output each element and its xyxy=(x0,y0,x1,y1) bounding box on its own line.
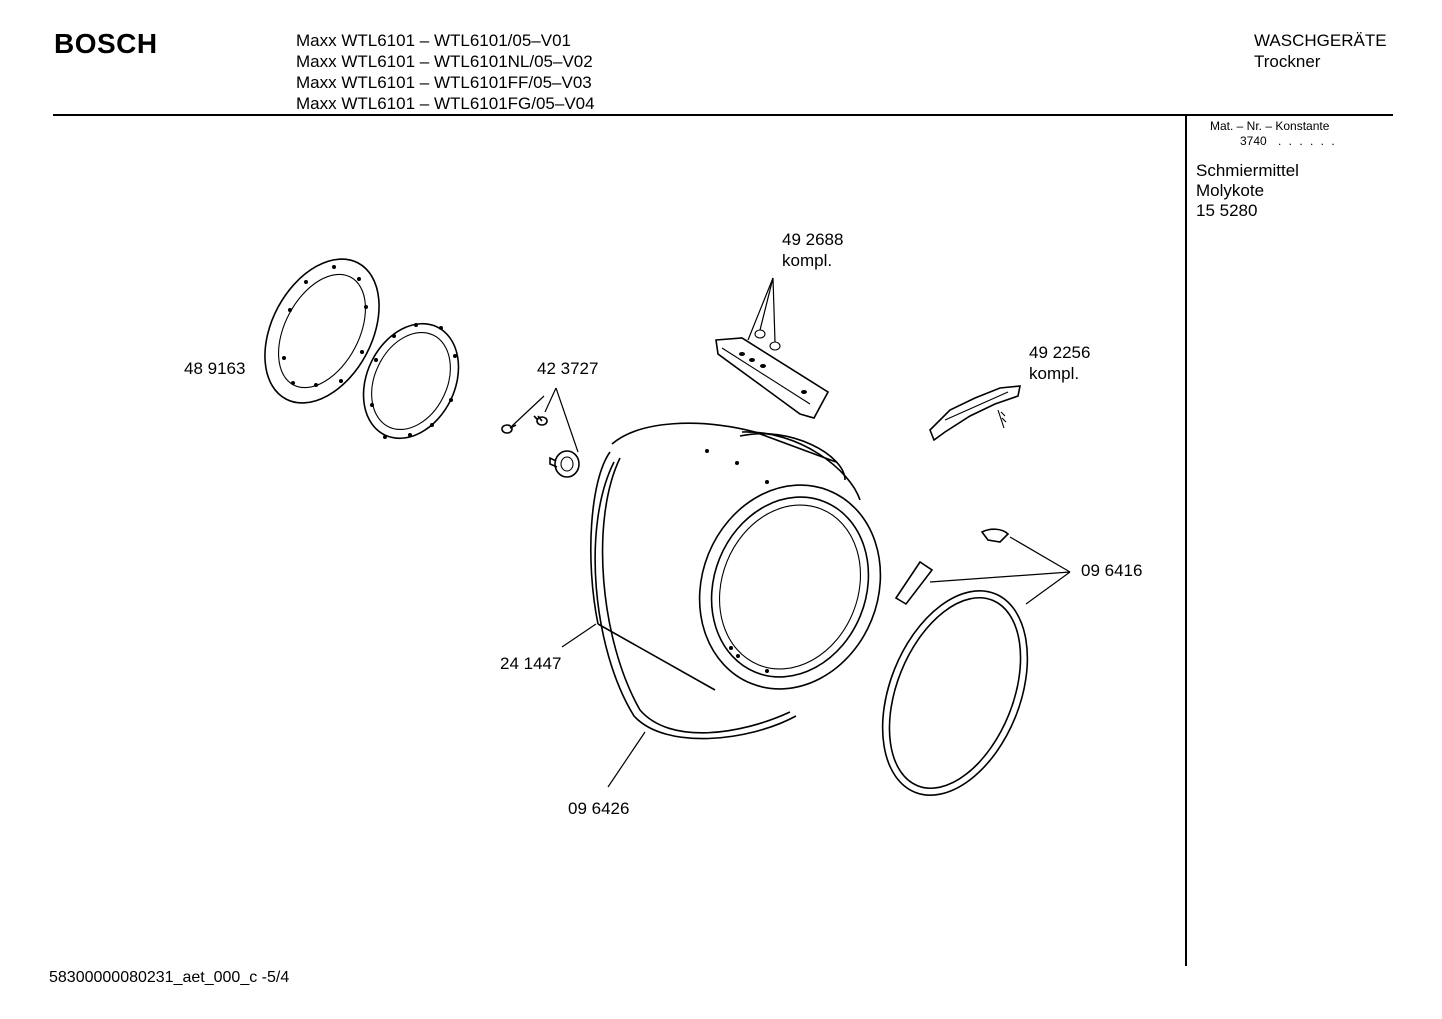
note-line: 15 5280 xyxy=(1196,201,1258,220)
part-label-423727: 42 3727 xyxy=(537,359,599,378)
category-subtitle: Trockner xyxy=(1254,52,1321,71)
part-number: 49 2256 xyxy=(1029,343,1091,362)
part-gasket-ring xyxy=(362,322,460,440)
sidebar-divider xyxy=(1185,116,1187,966)
part-note: kompl. xyxy=(1029,364,1080,383)
part-label-096426: 09 6426 xyxy=(568,799,630,818)
exploded-view-drawing xyxy=(264,258,1071,796)
part-label-492688: 49 2688 kompl. xyxy=(782,229,843,271)
part-note: kompl. xyxy=(782,251,833,270)
model-line: Maxx WTL6101 – WTL6101NL/05–V02 xyxy=(296,52,593,71)
model-list: Maxx WTL6101 – WTL6101/05–V01 Maxx WTL61… xyxy=(296,30,595,114)
leader-lines xyxy=(511,277,1071,788)
constant-value: 3740 xyxy=(1240,134,1267,148)
part-screws-423727 xyxy=(501,415,580,478)
constant-dots: . . . . . . xyxy=(1278,134,1337,148)
part-baffle-492688 xyxy=(715,329,830,419)
header-divider xyxy=(53,114,1393,116)
document-id: 58300000080231_aet_000_c -5/4 xyxy=(49,969,290,986)
model-line: Maxx WTL6101 – WTL6101/05–V01 xyxy=(296,31,571,50)
part-drum-241447 xyxy=(590,422,882,691)
lubricant-note: Schmiermittel Molykote 15 5280 xyxy=(1196,161,1299,221)
part-label-096416: 09 6416 xyxy=(1081,561,1143,580)
brand-logo: BOSCH xyxy=(54,28,158,59)
part-ring-489163 xyxy=(264,258,380,404)
category-block: WASCHGERÄTE Trockner xyxy=(1254,30,1387,72)
constant-label: Mat. – Nr. – Konstante xyxy=(1210,119,1330,133)
note-line: Molykote xyxy=(1196,181,1265,200)
part-label-489163: 48 9163 xyxy=(184,359,246,378)
part-number: 49 2688 xyxy=(782,230,844,249)
model-line: Maxx WTL6101 – WTL6101FF/05–V03 xyxy=(296,73,592,92)
model-line: Maxx WTL6101 – WTL6101FG/05–V04 xyxy=(296,94,595,113)
note-line: Schmiermittel xyxy=(1196,161,1299,180)
part-label-492256: 49 2256 kompl. xyxy=(1029,342,1090,384)
category-title: WASCHGERÄTE xyxy=(1254,31,1387,50)
part-seal-096416 xyxy=(881,528,1029,796)
part-latch-492256 xyxy=(929,385,1021,442)
part-seal-096426 xyxy=(594,431,861,740)
part-label-241447: 24 1447 xyxy=(500,654,562,673)
